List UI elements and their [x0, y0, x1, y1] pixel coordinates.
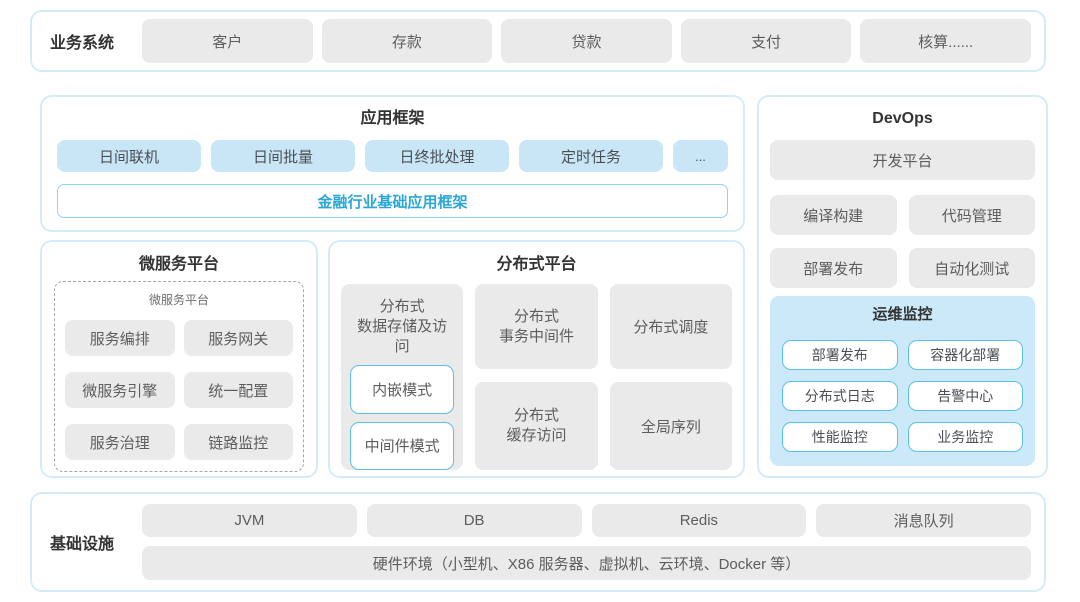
box-jvm: JVM [142, 504, 357, 537]
box-message-queue: 消息队列 [816, 504, 1031, 537]
box-more-ellipsis: ... [673, 140, 728, 172]
box-payment: 支付 [680, 19, 852, 63]
microservice-title: 微服务平台 [138, 256, 219, 273]
distributed-title: 分布式平台 [496, 256, 577, 273]
box-hardware-env: 硬件环境（小型机、X86 服务器、虚拟机、云环境、Docker 等） [142, 546, 1031, 580]
microservice-grid: 服务编排 服务网关 微服务引擎 统一配置 服务治理 链路监控 [65, 320, 293, 460]
distributed-col-3: 分布式调度 全局序列 [609, 284, 732, 470]
box-deploy-release: 部署发布 [770, 248, 897, 288]
data-storage-access-label: 分布式 数据存储及访问 [357, 298, 448, 355]
box-daytime-batch: 日间批量 [211, 140, 355, 172]
box-scheduled-task: 定时任务 [519, 140, 663, 172]
box-data-storage-access: 分布式 数据存储及访问 内嵌模式 中间件模式 [341, 284, 464, 470]
box-service-gateway: 服务网关 [183, 320, 293, 356]
infrastructure-items: JVM DB Redis 消息队列 硬件环境（小型机、X86 服务器、虚拟机、云… [142, 504, 1031, 580]
box-financial-base-framework: 金融行业基础应用框架 [57, 184, 728, 218]
box-code-mgmt: 代码管理 [908, 195, 1035, 235]
business-items-row: 客户 存款 贷款 支付 核算...... [142, 19, 1031, 63]
microservice-inner-title: 微服务平台 [148, 293, 209, 307]
box-service-orchestration: 服务编排 [65, 320, 175, 356]
box-distributed-log: 分布式日志 [782, 381, 898, 411]
ops-monitoring-panel: 运维监控 部署发布 容器化部署 分布式日志 告警中心 性能监控 业务监控 [770, 296, 1035, 466]
box-accounting: 核算...... [860, 19, 1031, 63]
ops-monitoring-grid: 部署发布 容器化部署 分布式日志 告警中心 性能监控 业务监控 [782, 340, 1023, 452]
ops-monitoring-title: 运维监控 [872, 306, 933, 323]
box-eod-batch: 日终批处理 [365, 140, 509, 172]
box-middleware-mode: 中间件模式 [350, 421, 455, 470]
distributed-panel: 分布式平台 分布式 数据存储及访问 内嵌模式 中间件模式 分布式 事务中间件 分… [328, 240, 745, 478]
box-trace-monitor: 链路监控 [183, 424, 293, 460]
app-framework-title: 应用框架 [360, 110, 425, 127]
microservice-inner-group: 微服务平台 服务编排 服务网关 微服务引擎 统一配置 服务治理 链路监控 [54, 281, 304, 472]
business-systems-panel: 业务系统 客户 存款 贷款 支付 核算...... [30, 10, 1046, 72]
infrastructure-panel: 基础设施 JVM DB Redis 消息队列 硬件环境（小型机、X86 服务器、… [30, 492, 1046, 592]
app-framework-panel: 应用框架 日间联机 日间批量 日终批处理 定时任务 ... 金融行业基础应用框架 [40, 95, 745, 232]
microservice-panel: 微服务平台 微服务平台 服务编排 服务网关 微服务引擎 统一配置 服务治理 链路… [40, 240, 318, 478]
box-performance-monitor: 性能监控 [782, 422, 898, 452]
box-service-governance: 服务治理 [65, 424, 175, 460]
infrastructure-label: 基础设施 [50, 536, 115, 553]
box-alert-center: 告警中心 [907, 381, 1023, 411]
box-microservice-engine: 微服务引擎 [65, 372, 175, 408]
business-systems-label: 业务系统 [50, 35, 115, 52]
box-unified-config: 统一配置 [183, 372, 293, 408]
box-cache-access: 分布式 缓存访问 [475, 382, 598, 470]
box-auto-test: 自动化测试 [908, 248, 1035, 288]
box-distributed-scheduler: 分布式调度 [609, 284, 732, 369]
box-daytime-online: 日间联机 [57, 140, 201, 172]
box-ops-deploy-release: 部署发布 [782, 340, 898, 370]
devops-panel: DevOps 开发平台 编译构建 代码管理 部署发布 自动化测试 运维监控 部署… [757, 95, 1048, 478]
box-redis: Redis [591, 504, 807, 537]
infrastructure-row: JVM DB Redis 消息队列 [142, 504, 1031, 537]
box-db: DB [366, 504, 582, 537]
distributed-columns: 分布式 数据存储及访问 内嵌模式 中间件模式 分布式 事务中间件 分布式 缓存访… [341, 284, 732, 470]
box-embedded-mode: 内嵌模式 [350, 365, 455, 414]
box-tx-middleware: 分布式 事务中间件 [475, 284, 598, 369]
devops-title: DevOps [872, 110, 933, 127]
distributed-col-2: 分布式 事务中间件 分布式 缓存访问 [475, 284, 598, 470]
box-containerized-deploy: 容器化部署 [907, 340, 1023, 370]
box-deposit: 存款 [321, 19, 493, 63]
box-build: 编译构建 [770, 195, 897, 235]
box-business-monitor: 业务监控 [907, 422, 1023, 452]
app-framework-row: 日间联机 日间批量 日终批处理 定时任务 ... [57, 140, 728, 172]
box-customer: 客户 [142, 19, 313, 63]
devops-grid: 编译构建 代码管理 部署发布 自动化测试 [770, 195, 1035, 288]
box-global-sequence: 全局序列 [609, 382, 732, 470]
box-dev-platform: 开发平台 [770, 140, 1035, 180]
box-loan: 贷款 [501, 19, 672, 63]
